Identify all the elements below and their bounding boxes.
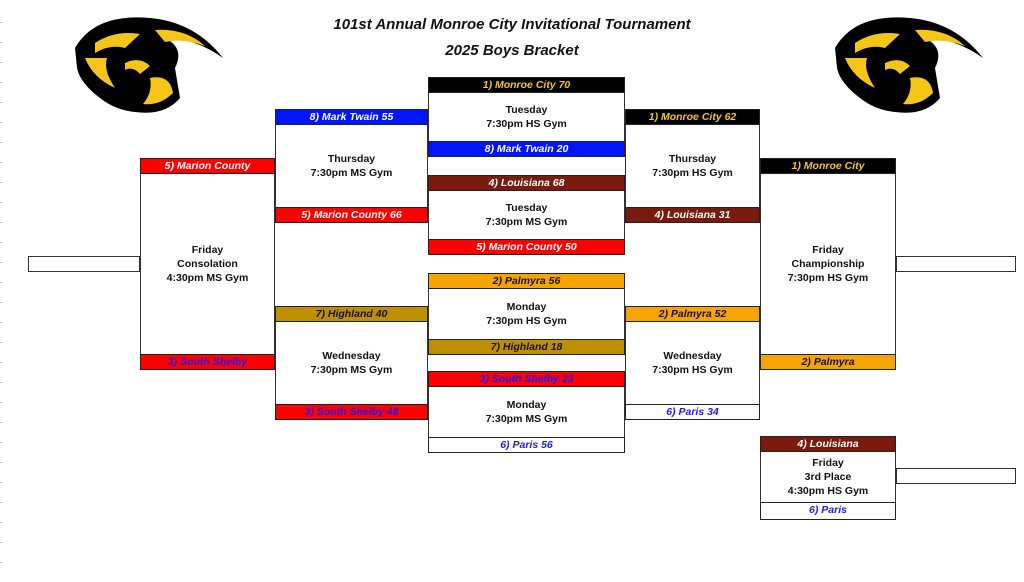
game-info: Monday 7:30pm MS Gym: [428, 387, 625, 437]
champion-slot: [896, 256, 1016, 272]
game-info: Thursday 7:30pm MS Gym: [275, 125, 428, 207]
game-day: Monday: [506, 301, 547, 313]
game-info: Tuesday 7:30pm MS Gym: [428, 191, 625, 239]
team-slot: 2) Palmyra: [760, 354, 896, 370]
page-title: 101st Annual Monroe City Invitational To…: [333, 16, 691, 33]
team-slot: 4) Louisiana 68: [428, 175, 625, 191]
game-info: Wednesday 7:30pm HS Gym: [625, 322, 760, 404]
game-label: 3rd Place: [804, 471, 852, 483]
consolation-winner-slot: [28, 256, 140, 272]
game-time: 7:30pm HS Gym: [486, 315, 567, 327]
game-time: 7:30pm HS Gym: [787, 272, 869, 284]
game-day: Wednesday: [322, 350, 381, 362]
team-slot: 1) Monroe City 70: [428, 77, 625, 93]
team-slot: 3) South Shelby: [140, 354, 275, 370]
game-day: Thursday: [327, 153, 376, 165]
game-info: Friday Consolation 4:30pm MS Gym: [140, 174, 275, 354]
game-info: Wednesday 7:30pm MS Gym: [275, 322, 428, 404]
game-day: Friday: [191, 244, 224, 256]
team-slot: 3) South Shelby 48: [275, 404, 428, 420]
game-time: 7:30pm HS Gym: [486, 118, 567, 130]
third-place-winner-slot: [896, 468, 1016, 484]
game-time: 7:30pm MS Gym: [310, 364, 393, 376]
game-info: Friday 3rd Place 4:30pm HS Gym: [760, 452, 896, 502]
game-day: Wednesday: [663, 350, 722, 362]
game-info: Thursday 7:30pm HS Gym: [625, 125, 760, 207]
team-slot: 6) Paris: [760, 502, 896, 520]
game-time: 7:30pm MS Gym: [485, 216, 568, 228]
game-time: 7:30pm HS Gym: [652, 167, 733, 179]
game-time: 4:30pm MS Gym: [166, 272, 249, 284]
panther-logo-icon: [75, 17, 223, 113]
game-day: Tuesday: [505, 104, 548, 116]
game-time: 7:30pm MS Gym: [310, 167, 393, 179]
game-info: Monday 7:30pm HS Gym: [428, 289, 625, 339]
team-slot: 2) Palmyra 56: [428, 273, 625, 289]
team-slot: 8) Mark Twain 20: [428, 141, 625, 157]
team-slot: 5) Marion County: [140, 158, 275, 174]
page-subtitle: 2025 Boys Bracket: [445, 42, 579, 59]
team-slot: 7) Highland 18: [428, 339, 625, 355]
team-slot: 1) Monroe City: [760, 158, 896, 174]
team-slot: 5) Marion County 50: [428, 239, 625, 255]
game-day: Friday: [812, 244, 844, 256]
game-day: Thursday: [668, 153, 717, 165]
game-info: Tuesday 7:30pm HS Gym: [428, 93, 625, 141]
game-day: Friday: [812, 457, 844, 469]
team-slot: 7) Highland 40: [275, 306, 428, 322]
game-time: 4:30pm HS Gym: [787, 485, 869, 497]
team-slot: 4) Louisiana: [760, 436, 896, 452]
team-slot: 5) Marion County 66: [275, 207, 428, 223]
team-slot: 6) Paris 34: [625, 404, 760, 420]
team-slot: 6) Paris 56: [428, 437, 625, 453]
team-slot: 2) Palmyra 52: [625, 306, 760, 322]
game-label: Championship: [791, 258, 865, 270]
game-time: 7:30pm MS Gym: [485, 413, 568, 425]
game-day: Tuesday: [505, 202, 548, 214]
team-slot: 4) Louisiana 31: [625, 207, 760, 223]
panther-logo-icon: [835, 17, 983, 113]
game-info: Friday Championship 7:30pm HS Gym: [760, 174, 896, 354]
team-slot: 8) Mark Twain 55: [275, 109, 428, 125]
game-label: Consolation: [177, 258, 238, 270]
game-time: 7:30pm HS Gym: [652, 364, 733, 376]
game-day: Monday: [506, 399, 547, 411]
team-slot: 3) South Shelby 33: [428, 371, 625, 387]
team-slot: 1) Monroe City 62: [625, 109, 760, 125]
